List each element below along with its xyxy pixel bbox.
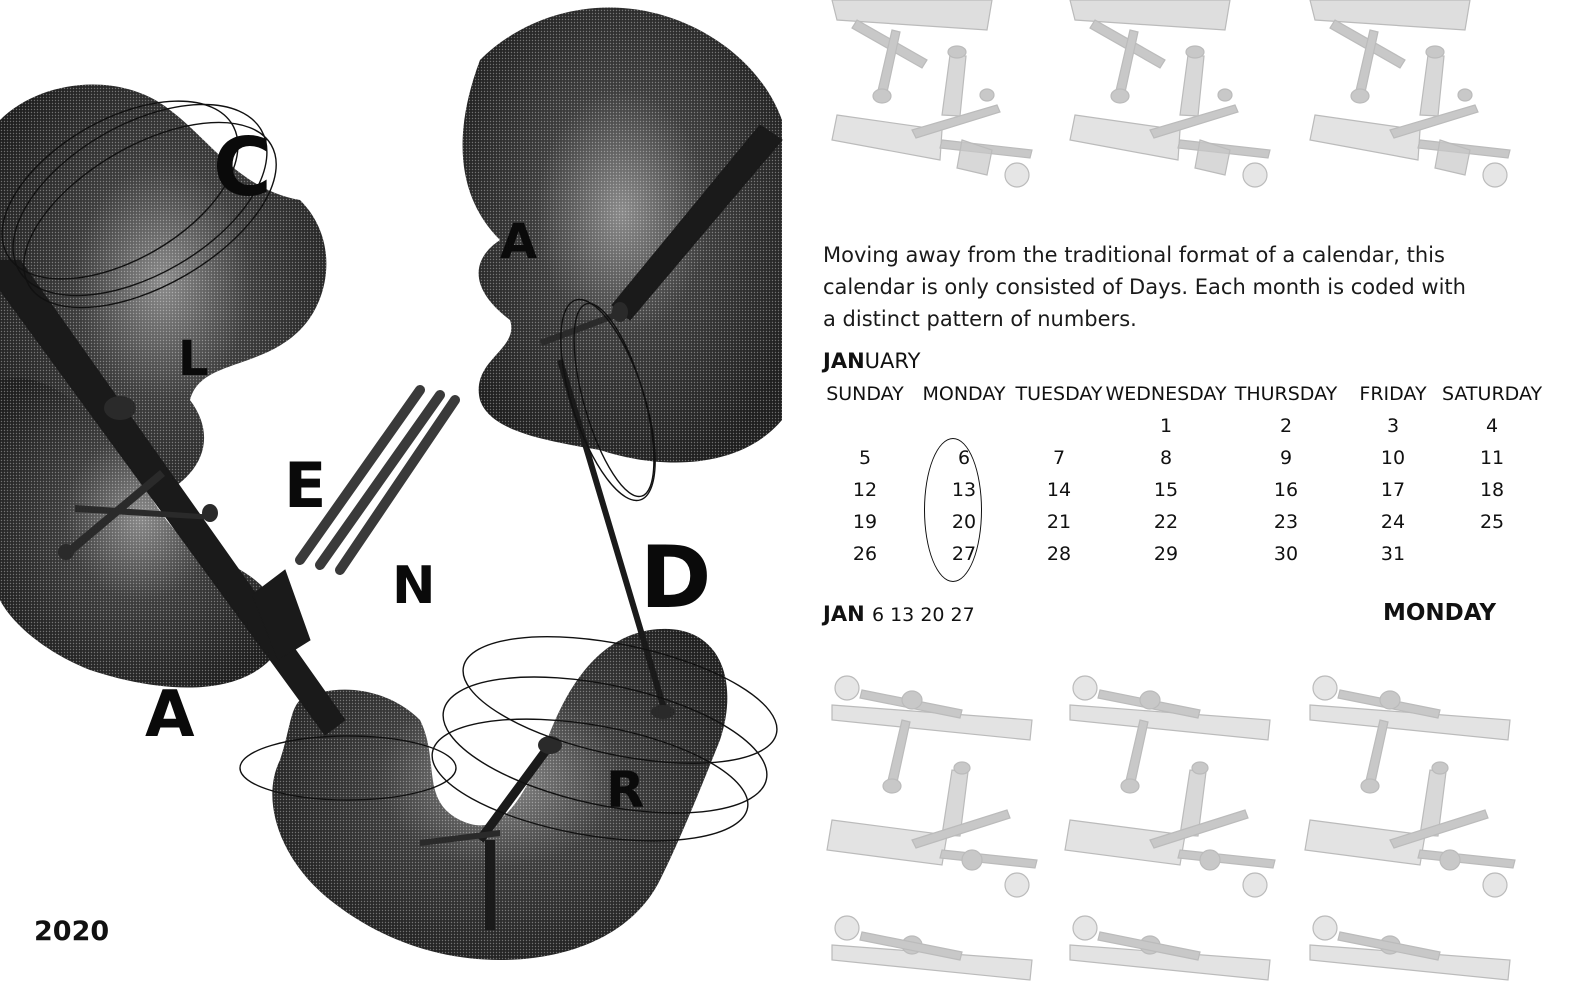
day-cell: 4 [1485,415,1499,437]
weekday-header: SUNDAY [826,383,904,405]
day-cell: 10 [1380,447,1406,469]
month-rest: UARY [864,349,921,373]
weekday-header-row: SUNDAY MONDAY TUESDAY WEDNESDAY THURSDAY… [816,378,1542,410]
year-label: 2020 [34,916,110,947]
day-cell: 30 [1273,543,1299,565]
day-cell: 7 [1052,447,1066,469]
day-cell: 2 [1279,415,1293,437]
month-summary: JAN 6 13 20 27 [823,602,975,626]
cover-artwork: C L E N A A D R 2020 [0,7,783,960]
day-cell [1442,538,1542,570]
day-cell: 11 [1479,447,1505,469]
art-letter-a-left: A [145,678,195,752]
day-cell: 3 [1386,415,1400,437]
day-cell: 14 [1046,479,1072,501]
art-letter-e: E [284,449,327,522]
monday-highlight-ring [924,438,982,582]
smoke-cloud-left [0,378,282,688]
day-cell: 15 [1153,479,1179,501]
art-letter-r: R [606,761,645,819]
day-cell: 16 [1273,479,1299,501]
calendar-page: Moving away from the traditional format … [792,0,1584,1008]
day-cell [914,410,1014,442]
art-letter-a-top: A [500,214,538,270]
art-letter-l: L [178,331,209,387]
pattern-top [831,0,1511,188]
day-cell: 26 [852,543,878,565]
day-cell: 17 [1380,479,1406,501]
day-cell: 23 [1273,511,1299,533]
weekday-header: THURSDAY [1234,383,1338,405]
summary-month: JAN [823,602,865,626]
weekday-header: TUESDAY [1015,383,1103,405]
weekday-header: WEDNESDAY [1105,383,1227,405]
weekday-header: FRIDAY [1359,383,1427,405]
week-row: 1 2 3 4 [816,410,1542,442]
art-letter-d: D [640,528,712,628]
calendar-grid: SUNDAY MONDAY TUESDAY WEDNESDAY THURSDAY… [816,378,1542,570]
day-cell [816,410,914,442]
weekday-header: SATURDAY [1442,383,1543,405]
day-cell: 22 [1153,511,1179,533]
day-cell: 21 [1046,511,1072,533]
day-cell: 8 [1159,447,1173,469]
day-cell: 18 [1479,479,1505,501]
month-title: JANUARY [823,349,920,373]
day-cell: 5 [858,447,872,469]
summary-dates: 6 13 20 27 [871,604,975,626]
description-text: Moving away from the traditional format … [823,243,1466,331]
feather-strokes [295,385,460,575]
month-abbr: JAN [823,349,865,373]
day-cell: 31 [1380,543,1406,565]
orbit-rings [1,100,778,842]
weekday-header: MONDAY [922,383,1006,405]
day-cell [1014,410,1104,442]
rods [0,124,783,930]
day-cell: 25 [1479,511,1505,533]
day-cell: 24 [1380,511,1406,533]
week-row: 5 6 7 8 9 10 11 [816,442,1542,474]
smoke-cloud-bottom [272,628,728,960]
art-letter-c: C [213,121,272,214]
pattern-bottom [826,675,1516,981]
art-letter-n: N [392,556,436,616]
day-cell: 9 [1279,447,1293,469]
day-cell: 28 [1046,543,1072,565]
day-cell: 19 [852,511,878,533]
smoke-illustration [0,7,783,960]
day-cell: 29 [1153,543,1179,565]
week-row: 26 27 28 29 30 31 [816,538,1542,570]
day-cell: 1 [1159,415,1173,437]
smoke-cloud-top-right [462,7,782,463]
week-row: 12 13 14 15 16 17 18 [816,474,1542,506]
day-cell: 12 [852,479,878,501]
summary-weekday: MONDAY [1382,600,1496,626]
